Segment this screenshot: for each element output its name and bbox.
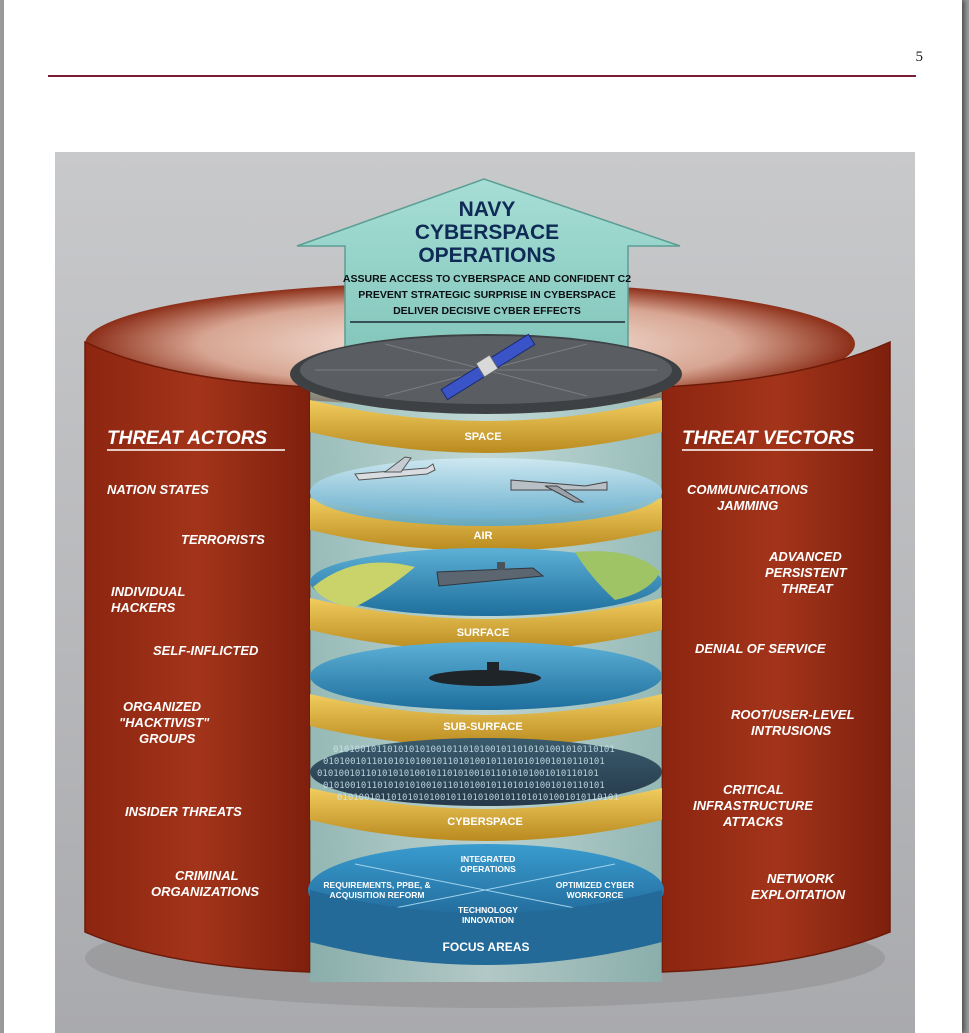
title-line-2: CYBERSPACE (415, 221, 559, 244)
goal-1: ASSURE ACCESS TO CYBERSPACE AND CONFIDEN… (343, 273, 631, 285)
band-space (310, 400, 662, 453)
band-sub-surface (310, 694, 662, 747)
page-number: 5 (915, 49, 924, 65)
patrol-aircraft-icon (354, 456, 436, 481)
focus-item: WORKFORCE (567, 890, 624, 900)
threat-vector-item: INTRUSIONS (751, 723, 832, 738)
threat-vector-item: JAMMING (717, 498, 778, 513)
navy-cyberspace-figure: 0101001011010101010010110101001011010101… (55, 152, 915, 1033)
threat-actors-heading: THREAT ACTORS (107, 428, 267, 449)
threat-actor-item: NATION STATES (107, 482, 209, 497)
threat-actor-item: "HACKTIVIST" (119, 715, 210, 730)
band-surface (310, 598, 662, 651)
goal-2: PREVENT STRATEGIC SURPRISE IN CYBERSPACE (358, 289, 615, 301)
submarine-icon (429, 662, 541, 686)
binary-code: 0101001011010101010010110101001011010101… (317, 745, 619, 803)
cyberspace-disk (310, 738, 662, 806)
threat-actor-item: INSIDER THREATS (125, 804, 242, 819)
focus-item: REQUIREMENTS, PPBE, & (323, 880, 430, 890)
drone-icon (510, 479, 608, 503)
binary-row: 0101001011010101010010110101001011010101… (323, 757, 605, 767)
focus-disk-side (310, 890, 662, 965)
aircraft-carrier-icon (436, 562, 545, 587)
domain-label: CYBERSPACE (447, 816, 523, 828)
figure-svg: 0101001011010101010010110101001011010101… (55, 152, 915, 1033)
satellite-icon (440, 333, 536, 401)
binary-row: 0101001011010101010010110101001011010101… (333, 745, 615, 755)
threat-vector-item: PERSISTENT (765, 565, 848, 580)
threat-actor-item: TERRORISTS (181, 532, 265, 547)
threat-actor-item: HACKERS (111, 600, 176, 615)
threat-vector-item: DENIAL OF SERVICE (695, 641, 826, 656)
domain-label: SPACE (464, 431, 501, 443)
threat-vector-item: INFRASTRUCTURE (693, 798, 813, 813)
surface-land-left (313, 562, 415, 607)
title-line-3: OPERATIONS (418, 244, 555, 267)
domain-label: SUB-SURFACE (443, 721, 522, 733)
threat-actor-item: CRIMINAL (175, 868, 239, 883)
binary-row: 0101001011010101010010110101001011010101… (337, 793, 619, 803)
threat-actor-item: INDIVIDUAL (111, 584, 185, 599)
threat-vector-item: EXPLOITATION (751, 887, 846, 902)
air-disk (310, 458, 662, 526)
focus-item: INNOVATION (462, 915, 514, 925)
threat-vector-item: NETWORK (767, 871, 836, 886)
domain-label: SURFACE (457, 627, 510, 639)
threat-vectors-heading: THREAT VECTORS (682, 428, 855, 449)
focus-item: ACQUISITION REFORM (330, 890, 425, 900)
operations-arrow (296, 178, 681, 393)
threat-actor-item: SELF-INFLICTED (153, 643, 259, 658)
threat-vector-item: ADVANCED (768, 549, 842, 564)
focus-item: OPTIMIZED CYBER (556, 880, 634, 890)
threat-actor-item: ORGANIZATIONS (151, 884, 259, 899)
threat-vector-item: CRITICAL (723, 782, 784, 797)
surface-land-right (575, 551, 660, 600)
document-page: 5 (4, 0, 962, 1033)
threat-vector-item: COMMUNICATIONS (687, 482, 808, 497)
focus-item: TECHNOLOGY (458, 905, 518, 915)
threat-vector-item: ROOT/USER-LEVEL (731, 707, 855, 722)
binary-row: 0101001011010101010010110101001011010101… (323, 781, 605, 791)
focus-item: OPERATIONS (460, 864, 516, 874)
threat-vector-item: THREAT (781, 581, 834, 596)
band-cyberspace (310, 788, 662, 841)
threat-actor-item: GROUPS (139, 731, 196, 746)
focus-areas-label: FOCUS AREAS (443, 940, 530, 954)
threat-vector-item: ATTACKS (722, 814, 784, 829)
domain-label: AIR (474, 530, 493, 542)
focus-item: INTEGRATED (461, 854, 516, 864)
goal-3: DELIVER DECISIVE CYBER EFFECTS (393, 305, 581, 317)
binary-row: 0101001011010101010010110101001011010101… (317, 769, 599, 779)
header-rule (48, 75, 916, 77)
title-line-1: NAVY (459, 198, 516, 221)
threat-actor-item: ORGANIZED (123, 699, 202, 714)
